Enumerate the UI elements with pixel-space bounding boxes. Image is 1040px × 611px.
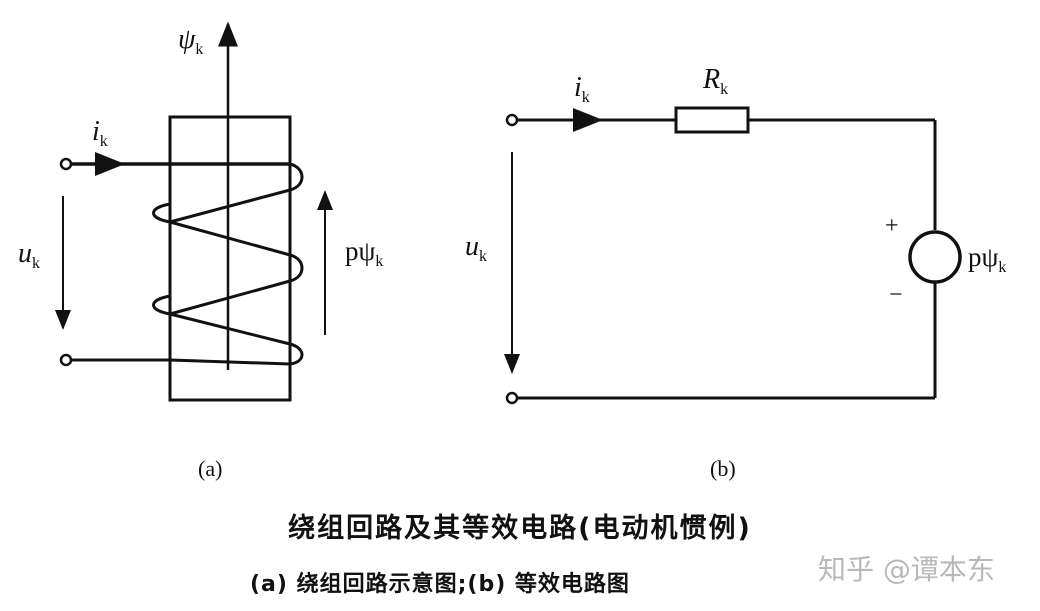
label-i-a: ik: [92, 116, 108, 150]
coil-front-2: [169, 220, 291, 257]
label-i-b: ik: [574, 72, 590, 106]
coil-turn-1: [289, 162, 304, 192]
label-psi-a: ψk: [178, 24, 203, 58]
core-rect: [168, 115, 292, 402]
coil-loop-left-2: [152, 294, 171, 316]
terminal-b-bottom: [505, 391, 519, 405]
watermark: 知乎 @谭本东: [818, 553, 995, 586]
coil-turn-2: [289, 253, 304, 283]
coil-loop-left-1: [152, 202, 171, 224]
label-ppsi-a: pψk: [345, 236, 383, 270]
label-u-a: uk: [18, 238, 40, 272]
label-r-b: Rk: [702, 64, 728, 98]
coil-front-1: [169, 188, 291, 224]
winding-schematic: [55, 21, 333, 402]
caption-b: (b): [710, 456, 736, 481]
terminal-a-top: [59, 157, 73, 171]
label-plus: +: [885, 213, 899, 239]
resistor-rk: [674, 106, 750, 134]
label-minus: −: [889, 282, 903, 308]
figure-subtitle: (a) 绕组回路示意图;(b) 等效电路图: [250, 572, 630, 597]
caption-a: (a): [198, 456, 222, 481]
coil-turn-3: [289, 342, 304, 366]
terminal-a-bottom: [59, 353, 73, 367]
label-u-b: uk: [465, 231, 487, 265]
voltage-source: [908, 230, 962, 284]
coil-front-3: [169, 279, 291, 316]
terminal-b-top: [505, 113, 519, 127]
label-ppsi-b: pψk: [968, 242, 1006, 276]
coil-front-4: [169, 312, 291, 346]
coil-tail: [169, 358, 291, 366]
figure-title: 绕组回路及其等效电路(电动机惯例): [288, 513, 752, 544]
equivalent-circuit: [504, 106, 962, 400]
